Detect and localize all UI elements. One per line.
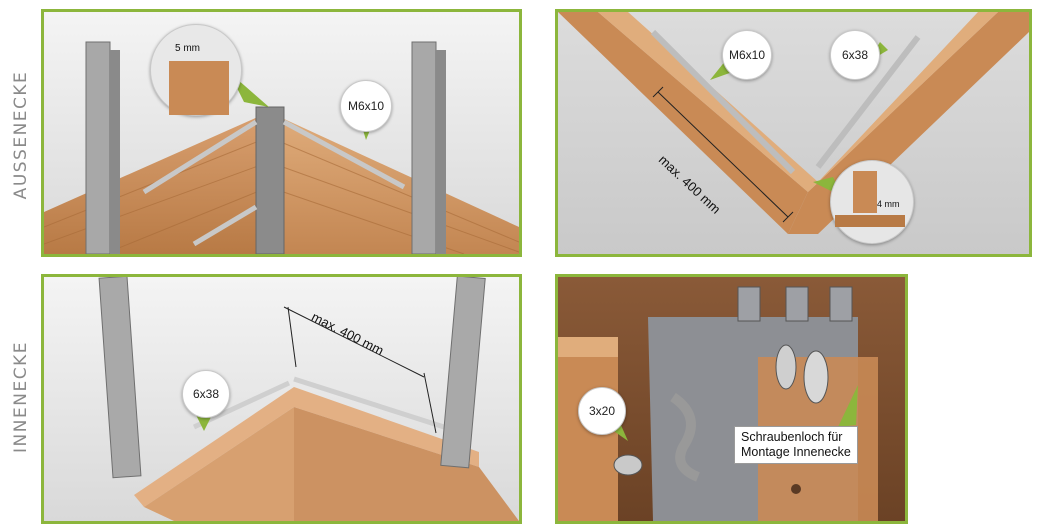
screw-label-m6x10: M6x10 bbox=[340, 80, 392, 132]
inner-corner-illustration bbox=[98, 277, 519, 521]
zoom-detail-circle: 4 mm bbox=[830, 160, 914, 244]
screw-hole-label-line2: Montage Innenecke bbox=[741, 445, 851, 459]
gap-measurement-label: 4 mm bbox=[877, 199, 900, 209]
screw-label-6x38: 6x38 bbox=[182, 370, 230, 418]
outer-corner-topview-panel: M6x10 6x38 max. 400 mm 4 mm bbox=[555, 9, 1032, 257]
inner-corner-detail-illustration bbox=[558, 286, 878, 521]
outer-corner-label: AUSSENECKE bbox=[11, 70, 31, 200]
screw-hole-label-line1: Schraubenloch für bbox=[741, 430, 843, 444]
inner-corner-detail-panel: 3x20 Schraubenloch für Montage Innenecke bbox=[555, 274, 908, 524]
outer-corner-perspective-panel: 5 mm M6x10 bbox=[41, 9, 522, 257]
screw-hole-label: Schraubenloch für Montage Innenecke bbox=[734, 426, 858, 464]
gap-measurement-label: 5 mm bbox=[175, 43, 200, 54]
screw-label-6x38: 6x38 bbox=[830, 30, 880, 80]
outer-corner-illustration bbox=[44, 41, 519, 254]
outer-corner-topview-illustration bbox=[558, 12, 1029, 234]
screw-label-m6x10: M6x10 bbox=[722, 30, 772, 80]
inner-corner-label: INNENECKE bbox=[11, 341, 31, 453]
zoom-detail-circle: 5 mm bbox=[150, 24, 242, 116]
inner-corner-perspective-panel: max. 400 mm 6x38 bbox=[41, 274, 522, 524]
screw-label-3x20: 3x20 bbox=[578, 387, 626, 435]
